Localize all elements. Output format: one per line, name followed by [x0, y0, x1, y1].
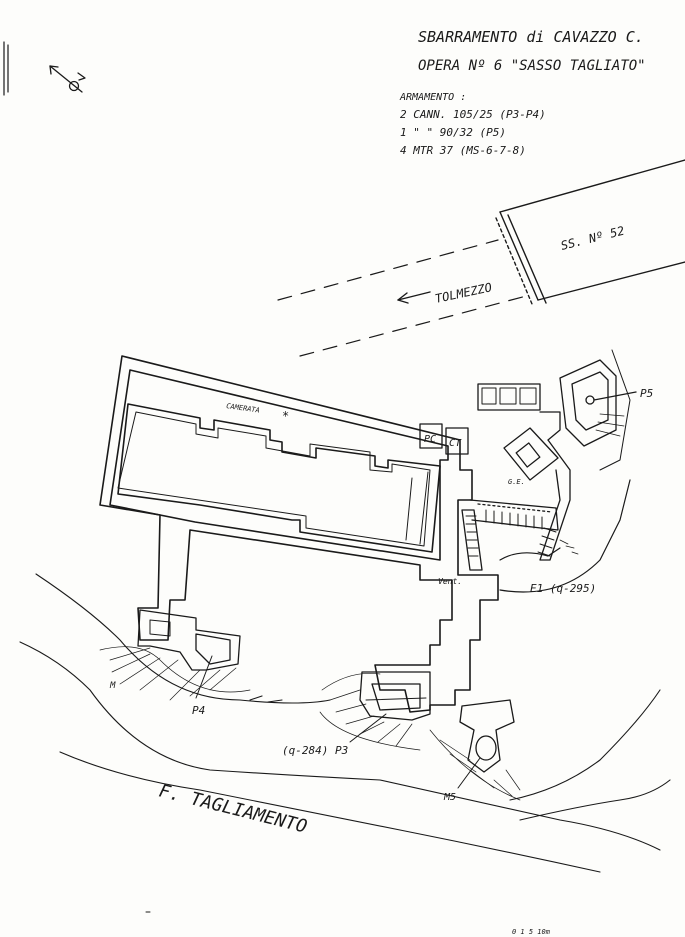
room-ct: CT	[449, 438, 462, 449]
label-p5: P5	[640, 387, 653, 400]
label-p3: (q-284) P3	[282, 744, 348, 757]
approach-road	[277, 239, 531, 357]
rooms-pc-ct	[419, 423, 469, 455]
footer-marks: 0 1 5 10m	[512, 928, 551, 936]
edge-marks	[3, 41, 9, 96]
header-title: SBARRAMENTO di CAVAZZO C.	[418, 28, 644, 46]
main-building	[99, 355, 499, 713]
label-m: M	[109, 681, 116, 691]
p3-leader-line	[349, 713, 387, 743]
river-banks	[19, 573, 671, 873]
p4-leader-line	[195, 655, 213, 699]
tolmezzo-arrow-icon	[397, 291, 431, 304]
p5-casemate	[559, 349, 637, 471]
room-camerata: CAMERATA	[226, 402, 261, 415]
label-p4: P4	[192, 704, 205, 717]
river-label: F. TAGLIAMENTO	[157, 780, 309, 837]
armament-line-3: 4 MTR 37 (MS-6-7-8)	[400, 144, 526, 157]
generator-block	[477, 383, 571, 561]
m5-terrain	[429, 729, 521, 801]
m5-leader-line	[457, 757, 481, 789]
armament-heading: ARMAMENTO :	[399, 92, 466, 103]
p3-terrain	[319, 673, 421, 751]
north-arrow-icon	[49, 65, 86, 93]
road-label: SS. Nº 52	[559, 224, 625, 253]
m5-casemate	[459, 699, 515, 773]
armament-line-1: 2 CANN. 105/25 (P3-P4)	[400, 108, 546, 121]
road-ss52	[495, 159, 685, 305]
east-corridor	[461, 499, 559, 571]
p4-casemate	[137, 609, 241, 671]
label-m5: M5	[443, 792, 456, 803]
room-vent: Vent.	[438, 577, 462, 586]
tolmezzo-label: TOLMEZZO	[434, 280, 493, 306]
camerata-star-icon: *	[282, 409, 289, 423]
room-pc: PC	[424, 434, 436, 445]
header-subtitle: OPERA Nº 6 "SASSO TAGLIATO"	[418, 58, 646, 74]
e1-entrance	[499, 479, 631, 593]
room-ge: G.E.	[508, 478, 525, 486]
label-e1: E1 (q-295)	[530, 582, 596, 595]
armament-line-2: 1 " " 90/32 (P5)	[400, 126, 506, 139]
p4-terrain	[99, 646, 251, 701]
p3-casemate	[359, 671, 431, 721]
